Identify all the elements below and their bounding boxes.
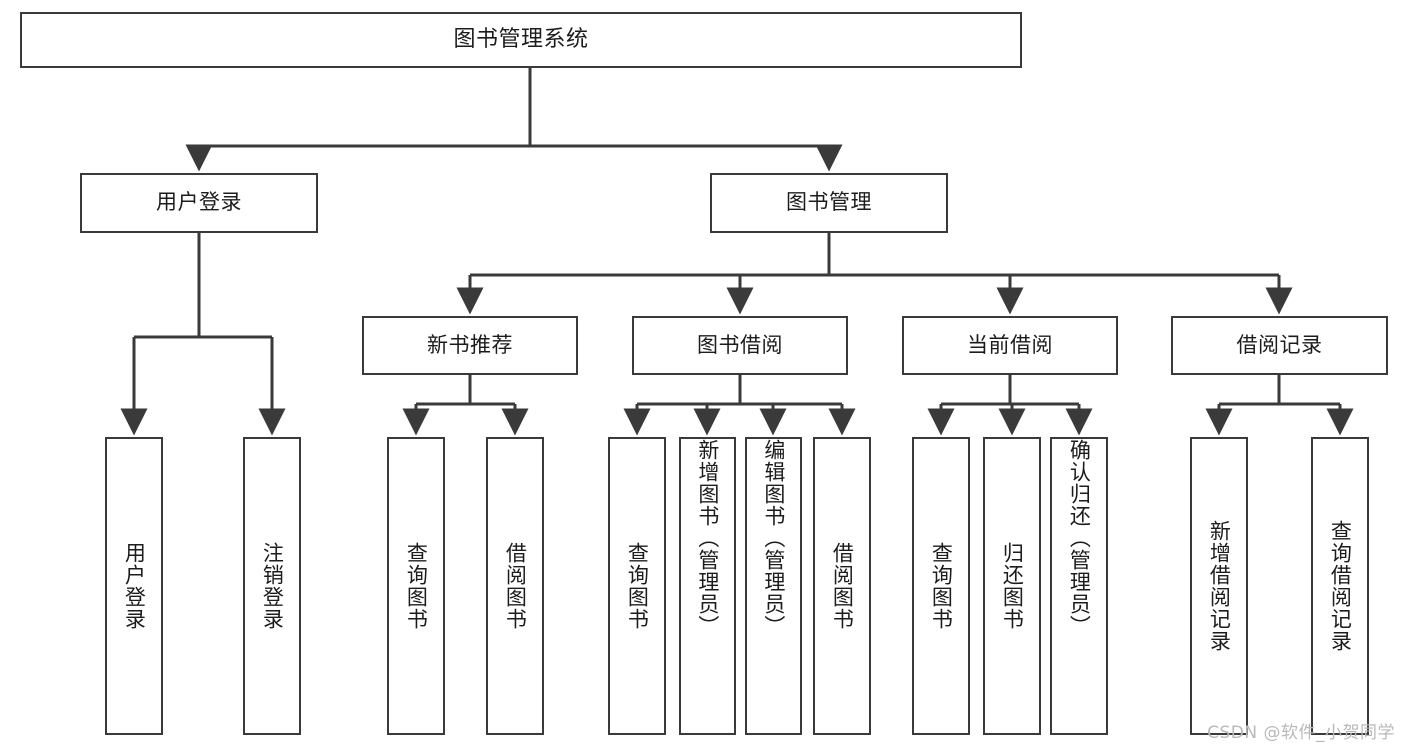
node-leaf-borrow-book-1[interactable]: 借阅图书 (486, 437, 544, 735)
watermark: CSDN @软件_小贺同学 (1207, 723, 1395, 743)
node-leaf-query-record-label: 查询借阅记录 (1328, 520, 1353, 652)
node-leaf-user-logout[interactable]: 注销登录 (243, 437, 301, 735)
node-new-book-rec-label: 新书推荐 (427, 332, 513, 357)
node-root[interactable]: 图书管理系统 (20, 12, 1022, 68)
node-root-label: 图书管理系统 (453, 26, 589, 52)
node-leaf-query-record[interactable]: 查询借阅记录 (1311, 437, 1369, 735)
node-leaf-return-book-label: 归还图书 (1000, 542, 1025, 630)
node-book-manage-label: 图书管理 (786, 190, 872, 215)
node-leaf-add-record[interactable]: 新增借阅记录 (1190, 437, 1248, 735)
node-leaf-return-book[interactable]: 归还图书 (983, 437, 1041, 735)
node-leaf-confirm-return-label: 确认归还（管理员） (1067, 439, 1092, 637)
node-leaf-add-book[interactable]: 新增图书（管理员） (679, 437, 736, 735)
node-leaf-borrow-book-2[interactable]: 借阅图书 (813, 437, 871, 735)
node-leaf-edit-book-label: 编辑图书（管理员） (761, 439, 786, 637)
node-leaf-confirm-return[interactable]: 确认归还（管理员） (1050, 437, 1108, 735)
node-book-borrow[interactable]: 图书借阅 (632, 316, 848, 375)
node-book-manage[interactable]: 图书管理 (710, 173, 948, 233)
node-borrow-record-label: 借阅记录 (1236, 332, 1323, 357)
node-leaf-query-book-1-label: 查询图书 (404, 542, 429, 630)
node-leaf-add-book-label: 新增图书（管理员） (695, 439, 720, 637)
node-borrow-record[interactable]: 借阅记录 (1171, 316, 1388, 375)
node-user-login-label: 用户登录 (156, 190, 242, 215)
node-leaf-query-book-2-label: 查询图书 (625, 542, 650, 630)
node-user-login[interactable]: 用户登录 (80, 173, 318, 233)
node-current-borrow[interactable]: 当前借阅 (902, 316, 1118, 375)
node-current-borrow-label: 当前借阅 (967, 332, 1053, 357)
node-leaf-user-login[interactable]: 用户登录 (105, 437, 163, 735)
node-book-borrow-label: 图书借阅 (697, 332, 783, 357)
node-new-book-rec[interactable]: 新书推荐 (362, 316, 578, 375)
node-leaf-edit-book[interactable]: 编辑图书（管理员） (745, 437, 802, 735)
node-leaf-user-login-label: 用户登录 (122, 542, 147, 630)
node-leaf-query-book-3[interactable]: 查询图书 (912, 437, 970, 735)
node-leaf-user-logout-label: 注销登录 (260, 542, 285, 630)
node-leaf-query-book-3-label: 查询图书 (929, 542, 954, 630)
node-leaf-query-book-1[interactable]: 查询图书 (387, 437, 445, 735)
node-leaf-borrow-book-2-label: 借阅图书 (830, 542, 855, 630)
node-leaf-add-record-label: 新增借阅记录 (1207, 520, 1232, 652)
node-leaf-borrow-book-1-label: 借阅图书 (503, 542, 528, 630)
node-leaf-query-book-2[interactable]: 查询图书 (608, 437, 666, 735)
